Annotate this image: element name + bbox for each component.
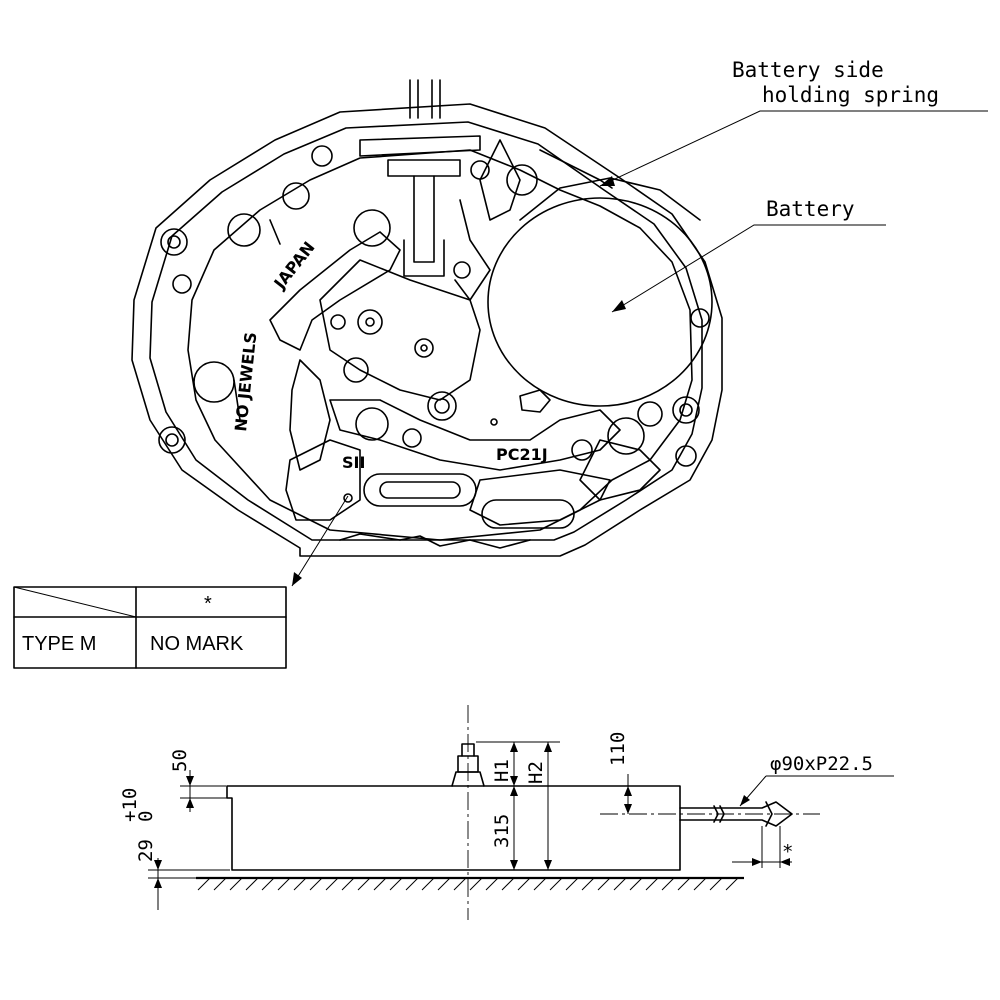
engraving-japan: JAPAN (270, 238, 319, 293)
engraving-no-jewels: NO JEWELS (231, 331, 260, 432)
dim-h1-label: H1 (491, 759, 513, 782)
screw-holes (158, 145, 710, 503)
battery (487, 197, 713, 407)
dim-heights: H1 H2 315 (476, 741, 560, 870)
type-table: * TYPE M NO MARK (13, 586, 287, 669)
dim-50-value: 50 (169, 749, 191, 772)
movement-side-view: 50 29 +10 0 H1 H2 315 (119, 705, 894, 920)
type-table-row-value: NO MARK (150, 633, 244, 655)
label-battery: Battery (766, 197, 855, 221)
dim-110: 110 (607, 732, 632, 814)
dim-315-value: 315 (491, 814, 513, 848)
callouts: Battery side holding spring Battery (291, 58, 988, 587)
stem-spec: φ90xP22.5 * (732, 753, 894, 868)
dim-29-tol-plus: +10 (119, 788, 141, 822)
stem-spec-label: φ90xP22.5 (770, 753, 873, 775)
engraving-calibre: PC21J (496, 445, 548, 464)
dim-110-value: 110 (607, 732, 629, 766)
dim-29-value: 29 (135, 839, 157, 862)
label-battery-spring-line2: holding spring (762, 83, 939, 107)
engraving-sii: SII (342, 453, 365, 472)
dim-29: 29 +10 0 (119, 788, 230, 910)
type-table-row-type: TYPE M (22, 633, 96, 655)
dim-h2-label: H2 (525, 761, 547, 784)
movement-top-view: JAPAN NO JEWELS SII PC21J (131, 79, 723, 557)
stem-mark: * (782, 841, 793, 863)
label-battery-spring-line1: Battery side (732, 58, 884, 82)
type-table-header-mark: * (204, 593, 212, 615)
dim-29-tol-minus: 0 (135, 811, 157, 822)
dim-50: 50 (169, 749, 230, 812)
movement-outline (131, 103, 723, 557)
